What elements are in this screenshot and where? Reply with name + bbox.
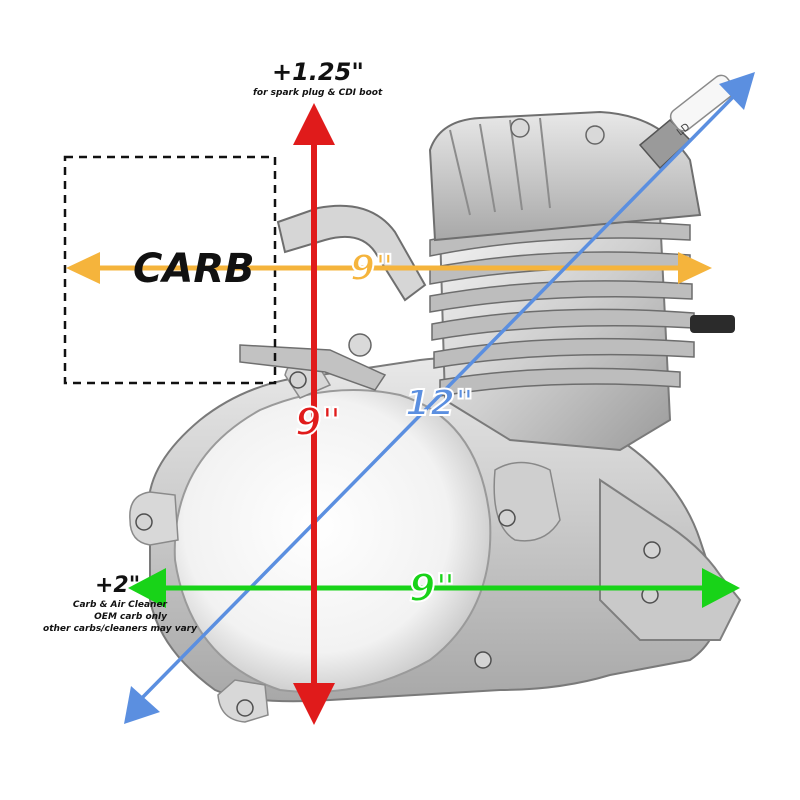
- left-clearance-value: +2": [95, 573, 141, 598]
- dimension-vertical: 9": [294, 399, 342, 445]
- top-clearance-note: for spark plug & CDI boot: [253, 88, 383, 98]
- spark-plug: LD: [638, 74, 735, 170]
- cylinder-head: [428, 110, 702, 242]
- orange-dimension-arrow: [66, 252, 712, 284]
- mount-lug: [493, 461, 561, 542]
- head-bolt: [510, 118, 530, 138]
- head-bolt: [585, 125, 605, 145]
- head-fins: [449, 117, 551, 216]
- green-dimension-arrow: [128, 568, 740, 608]
- dimension-horizontal-bottom: 9": [408, 565, 456, 611]
- side-stud: [690, 315, 735, 333]
- left-clearance-note-3: other carbs/cleaners may vary: [43, 624, 197, 634]
- blue-dimension-arrow: [124, 72, 755, 724]
- left-clearance-note-2: OEM carb only: [94, 612, 167, 622]
- top-clearance-value: +1.25": [272, 58, 364, 86]
- engine-illustration: LD: [129, 74, 742, 723]
- carb-label: CARB: [133, 246, 255, 292]
- red-dimension-arrow: [293, 103, 335, 725]
- dimension-horizontal-top: 9": [349, 247, 395, 290]
- dimension-diagonal: 12": [404, 382, 475, 425]
- clutch-cover: [173, 389, 492, 693]
- left-clearance-note-1: Carb & Air Cleaner: [72, 600, 167, 610]
